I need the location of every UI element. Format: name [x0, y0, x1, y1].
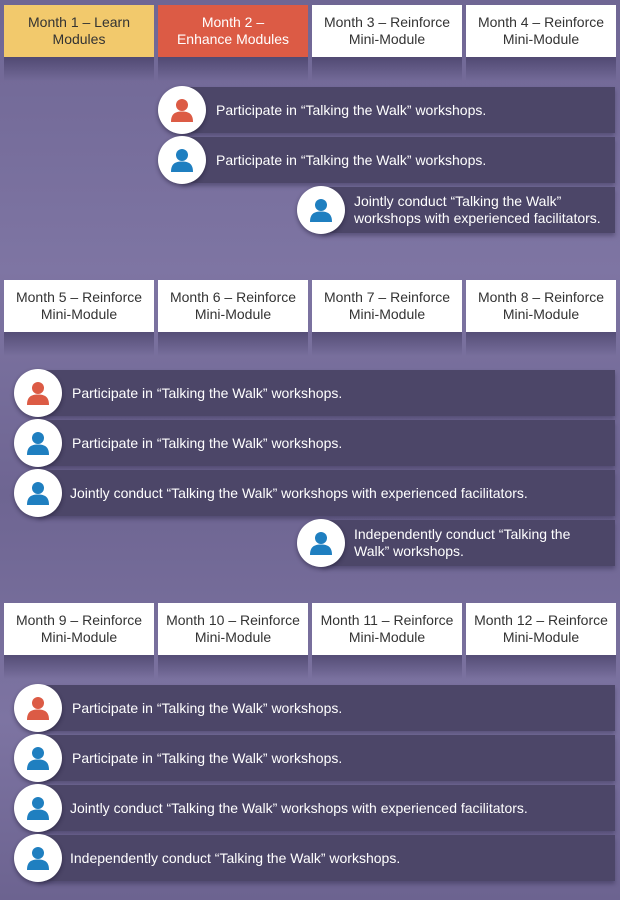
person-icon-wrap — [169, 97, 195, 123]
person-icon-wrap — [25, 795, 51, 821]
activity-text: Participate in “Talking the Walk” worksh… — [72, 749, 343, 766]
activity-bar: Jointly conduct “Talking the Walk” works… — [322, 187, 615, 233]
person-icon-wrap — [25, 845, 51, 871]
activity-text: Jointly conduct “Talking the Walk” works… — [70, 799, 528, 816]
person-icon — [171, 99, 193, 122]
month-shadow — [312, 57, 462, 81]
month-shadow — [312, 655, 462, 679]
person-icon — [27, 797, 49, 820]
month-shadow — [4, 332, 154, 356]
person-icon-wrap — [169, 147, 195, 173]
month-11-label: Month 11 – Reinforce Mini-Module — [320, 612, 454, 645]
activity-bar: Participate in “Talking the Walk” worksh… — [38, 420, 615, 466]
activity-text: Jointly conduct “Talking the Walk” works… — [354, 193, 601, 226]
month-shadow — [312, 332, 462, 356]
activity-text: Participate in “Talking the Walk” worksh… — [72, 384, 343, 401]
month-4-box: Month 4 – Reinforce Mini-Module — [466, 5, 616, 57]
activity-text: Participate in “Talking the Walk” worksh… — [72, 699, 343, 716]
month-shadow — [466, 655, 616, 679]
month-4-label: Month 4 – Reinforce Mini-Module — [477, 14, 605, 47]
red-person-badge — [158, 86, 206, 134]
red-person-badge — [14, 369, 62, 417]
blue-person-badge — [14, 469, 62, 517]
month-9-box: Month 9 – Reinforce Mini-Module — [4, 603, 154, 655]
person-icon — [171, 149, 193, 172]
person-icon — [27, 432, 49, 455]
person-icon-wrap — [308, 197, 334, 223]
person-icon-wrap — [25, 480, 51, 506]
month-1-label: Month 1 – Learn Modules — [28, 14, 130, 47]
blue-person-badge — [14, 419, 62, 467]
month-shadow — [4, 57, 154, 81]
activity-bar: Participate in “Talking the Walk” worksh… — [38, 735, 615, 781]
activity-bar: Participate in “Talking the Walk” worksh… — [38, 370, 615, 416]
blue-person-badge — [14, 784, 62, 832]
month-3-label: Month 3 – Reinforce Mini-Module — [323, 14, 451, 47]
person-icon — [27, 482, 49, 505]
blue-person-badge — [14, 834, 62, 882]
person-icon — [27, 697, 49, 720]
person-icon — [27, 847, 49, 870]
activity-bar: Independently conduct “Talking the Walk”… — [322, 520, 615, 566]
month-12-box: Month 12 – Reinforce Mini-Module — [466, 603, 616, 655]
blue-person-badge — [297, 186, 345, 234]
month-shadow — [466, 332, 616, 356]
person-icon-wrap — [25, 745, 51, 771]
month-5-box: Month 5 – Reinforce Mini-Module — [4, 280, 154, 332]
person-icon — [310, 199, 332, 222]
month-8-box: Month 8 – Reinforce Mini-Module — [466, 280, 616, 332]
activity-bar: Participate in “Talking the Walk” worksh… — [182, 137, 615, 183]
month-3-box: Month 3 – Reinforce Mini-Module — [312, 5, 462, 57]
month-7-box: Month 7 – Reinforce Mini-Module — [312, 280, 462, 332]
month-1-box: Month 1 – Learn Modules — [4, 5, 154, 57]
month-shadow — [158, 655, 308, 679]
month-10-label: Month 10 – Reinforce Mini-Module — [166, 612, 300, 645]
month-6-label: Month 6 – Reinforce Mini-Module — [169, 289, 297, 322]
person-icon — [27, 382, 49, 405]
activity-text: Participate in “Talking the Walk” worksh… — [216, 151, 487, 168]
month-8-label: Month 8 – Reinforce Mini-Module — [477, 289, 605, 322]
activity-bar: Jointly conduct “Talking the Walk” works… — [38, 785, 615, 831]
month-2-box: Month 2 – Enhance Modules — [158, 5, 308, 57]
month-shadow — [158, 57, 308, 81]
activity-bar: Independently conduct “Talking the Walk”… — [38, 835, 615, 881]
activity-text: Independently conduct “Talking the Walk”… — [354, 526, 571, 559]
red-person-badge — [14, 684, 62, 732]
month-6-box: Month 6 – Reinforce Mini-Module — [158, 280, 308, 332]
person-icon-wrap — [25, 380, 51, 406]
month-10-box: Month 10 – Reinforce Mini-Module — [158, 603, 308, 655]
activity-text: Participate in “Talking the Walk” worksh… — [216, 101, 487, 118]
activity-bar: Participate in “Talking the Walk” worksh… — [182, 87, 615, 133]
month-shadow — [466, 57, 616, 81]
month-shadow — [158, 332, 308, 356]
person-icon-wrap — [25, 695, 51, 721]
person-icon-wrap — [25, 430, 51, 456]
activity-bar: Jointly conduct “Talking the Walk” works… — [38, 470, 615, 516]
blue-person-badge — [297, 519, 345, 567]
month-11-box: Month 11 – Reinforce Mini-Module — [312, 603, 462, 655]
month-12-label: Month 12 – Reinforce Mini-Module — [474, 612, 608, 645]
month-5-label: Month 5 – Reinforce Mini-Module — [15, 289, 143, 322]
person-icon — [27, 747, 49, 770]
blue-person-badge — [14, 734, 62, 782]
activity-text: Independently conduct “Talking the Walk”… — [70, 849, 401, 866]
person-icon-wrap — [308, 530, 334, 556]
activity-text: Participate in “Talking the Walk” worksh… — [72, 434, 343, 451]
month-7-label: Month 7 – Reinforce Mini-Module — [323, 289, 451, 322]
month-2-label: Month 2 – Enhance Modules — [176, 14, 290, 47]
month-shadow — [4, 655, 154, 679]
person-icon — [310, 532, 332, 555]
blue-person-badge — [158, 136, 206, 184]
month-9-label: Month 9 – Reinforce Mini-Module — [15, 612, 143, 645]
activity-text: Jointly conduct “Talking the Walk” works… — [70, 484, 528, 501]
activity-bar: Participate in “Talking the Walk” worksh… — [38, 685, 615, 731]
